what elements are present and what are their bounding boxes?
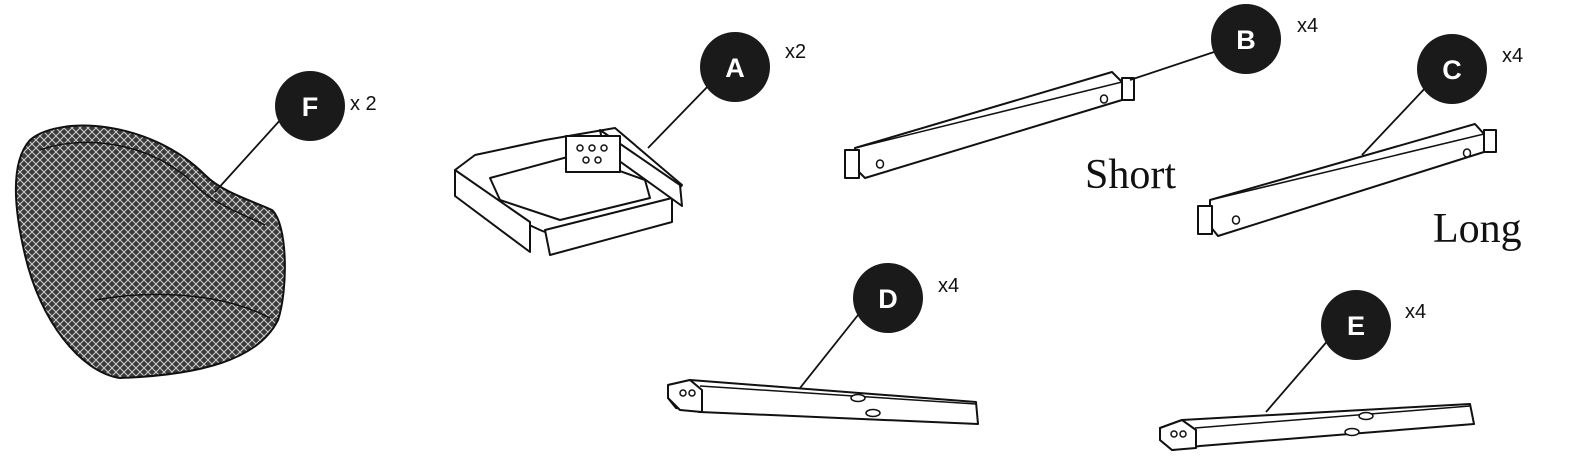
qty-b: x4 xyxy=(1297,15,1318,37)
part-a-frame: A x2 xyxy=(454,32,806,256)
badge-b xyxy=(1211,4,1281,74)
badge-letter-e: E xyxy=(1347,311,1365,341)
badge-letter-c: C xyxy=(1442,55,1462,85)
badge-d xyxy=(853,263,923,333)
leg-e-end xyxy=(1159,419,1197,451)
seat-shell xyxy=(14,124,286,380)
leader-line-f xyxy=(214,117,283,193)
seat-edge xyxy=(94,293,271,319)
qty-e: x4 xyxy=(1405,301,1426,323)
rail-b-end-left xyxy=(844,149,860,179)
badge-c xyxy=(1417,34,1487,104)
leader-line-b xyxy=(1129,49,1221,81)
leader-line-c xyxy=(1361,84,1429,156)
leader-line-a xyxy=(647,81,713,149)
qty-d: x4 xyxy=(938,275,959,297)
part-d-leg: D x4 xyxy=(667,263,979,425)
badge-e xyxy=(1321,290,1391,360)
qty-c: x4 xyxy=(1502,45,1523,67)
label-short: Short xyxy=(1085,152,1176,198)
badge-letter-a: A xyxy=(725,53,745,83)
label-long: Long xyxy=(1433,206,1522,252)
qty-f: x 2 xyxy=(350,93,377,115)
badge-letter-f: F xyxy=(302,92,319,122)
badge-letter-b: B xyxy=(1236,25,1256,55)
rail-c-end-right xyxy=(1483,129,1497,153)
frame-side-front xyxy=(544,197,673,256)
badge-a xyxy=(700,32,770,102)
frame-side-left xyxy=(454,169,531,253)
seat-seam xyxy=(39,141,266,226)
qty-a: x2 xyxy=(785,41,806,63)
leader-line-e xyxy=(1265,337,1331,413)
part-f-seat: F x 2 xyxy=(14,71,377,380)
rail-b-body xyxy=(854,71,1123,179)
badge-f xyxy=(275,71,345,141)
part-b-short-rail: B x4 Short xyxy=(844,4,1318,198)
rail-c-end-left xyxy=(1197,205,1213,235)
part-c-long-rail: C x4 Long xyxy=(1197,34,1523,252)
frame-bracket xyxy=(565,135,621,173)
rail-b-end-right xyxy=(1121,77,1135,101)
badge-letter-d: D xyxy=(878,284,898,314)
part-e-leg: E x4 xyxy=(1159,290,1475,451)
leader-line-d xyxy=(799,309,863,389)
